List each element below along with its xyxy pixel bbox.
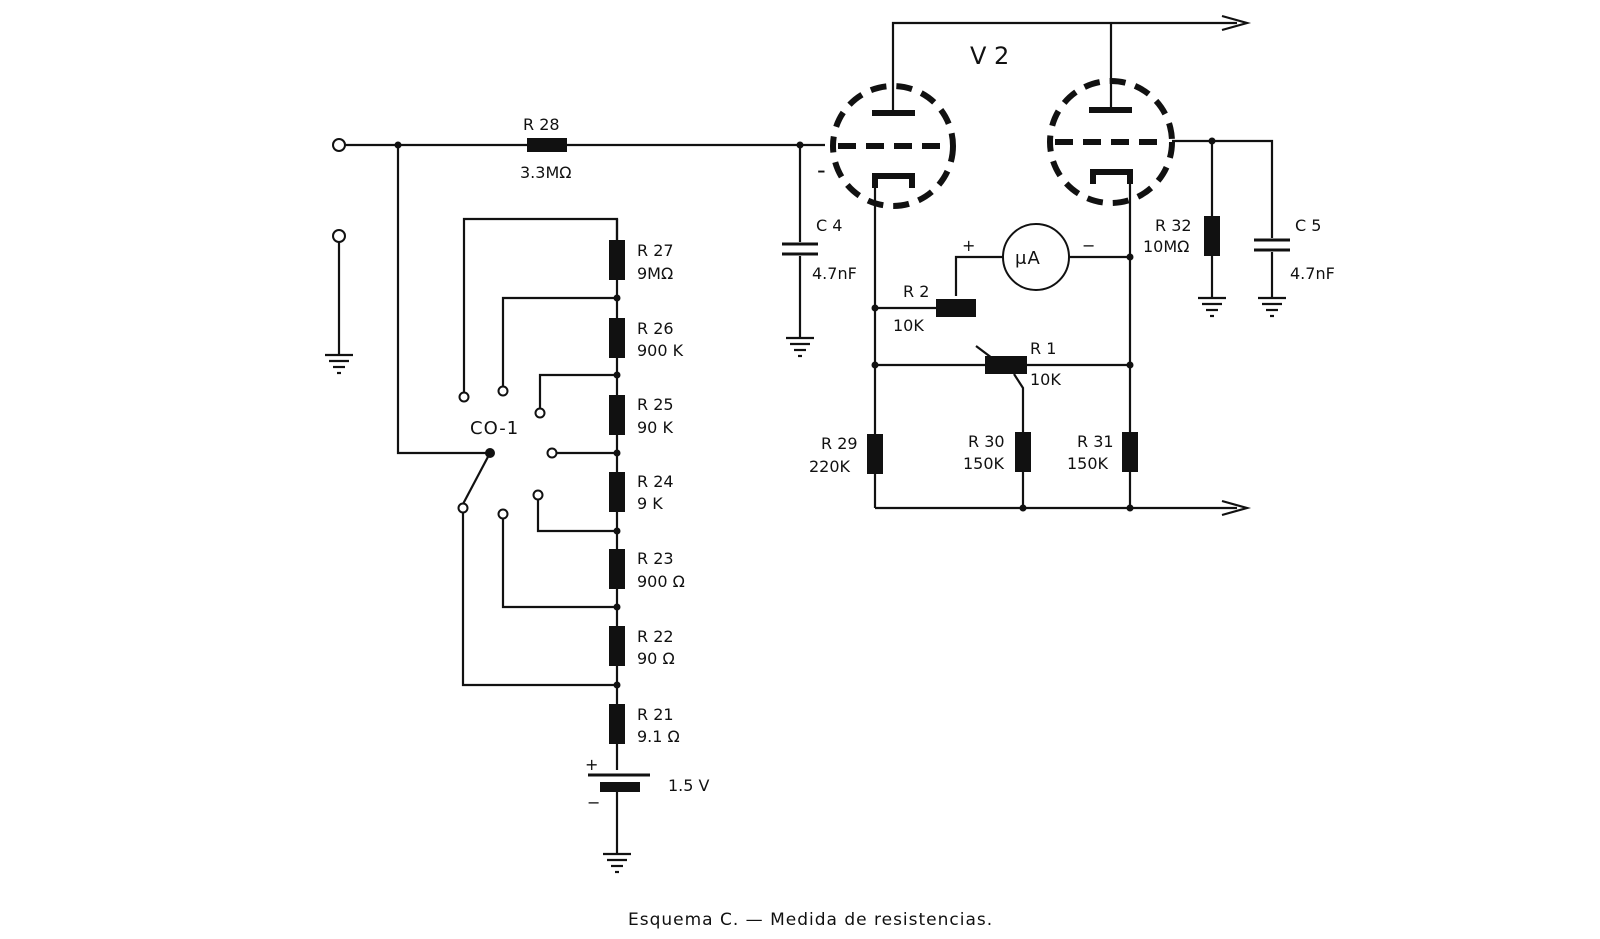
capacitor-c5 [1254, 238, 1290, 252]
r24-value: 9 K [637, 494, 663, 513]
switch-contact-1 [458, 391, 470, 403]
r28-name: R 28 [523, 115, 560, 134]
r2-name: R 2 [903, 282, 929, 301]
switch-contact-5 [532, 489, 544, 501]
r30-name: R 30 [968, 432, 1005, 451]
r26-name: R 26 [637, 319, 674, 338]
c4-value: 4.7nF [812, 264, 857, 283]
battery-icon [588, 773, 650, 854]
r31-value: 150K [1067, 454, 1109, 473]
top-output-arrow [1221, 14, 1252, 32]
r25-value: 90 K [637, 418, 673, 437]
switch-contact-2 [497, 385, 509, 397]
r22-name: R 22 [637, 627, 674, 646]
r25-name: R 25 [637, 395, 674, 414]
c4-name: C 4 [816, 216, 842, 235]
r2-value: 10K [893, 316, 924, 335]
ground-icon-c5 [1258, 296, 1286, 318]
r32-value: 10MΩ [1143, 237, 1189, 256]
r30-value: 150K [963, 454, 1005, 473]
r28-value: 3.3MΩ [520, 163, 571, 182]
plate-left-wire [891, 21, 1237, 113]
c5-value: 4.7nF [1290, 264, 1335, 283]
switch-common-wire [396, 145, 490, 455]
input-terminal-bottom [332, 229, 346, 243]
r23-name: R 23 [637, 549, 674, 568]
resistor-r25 [609, 395, 625, 435]
resistor-r29 [867, 434, 883, 474]
r21-name: R 21 [637, 705, 674, 724]
switch-contact-6 [497, 508, 509, 520]
r1-name: R 1 [1030, 339, 1056, 358]
ground-icon-battery [603, 852, 631, 874]
potentiometer-r2 [936, 299, 976, 317]
resistor-r22 [609, 626, 625, 666]
battery-minus: − [587, 793, 600, 812]
meter-label: μA [1015, 248, 1041, 269]
switch-contact-4 [546, 447, 558, 459]
r21-value: 9.1 Ω [637, 727, 680, 746]
r23-value: 900 Ω [637, 572, 685, 591]
potentiometer-r1 [985, 356, 1027, 374]
resistor-r23 [609, 549, 625, 589]
switch-wiper [462, 452, 491, 505]
ground-icon-input [325, 353, 353, 375]
r27-value: 9MΩ [637, 264, 673, 283]
grid-minus-sign: - [817, 156, 826, 184]
capacitor-c4 [782, 242, 818, 256]
figure-caption: Esquema C. — Medida de resistencias. [628, 910, 993, 930]
r29-name: R 29 [821, 434, 858, 453]
r26-value: 900 K [637, 341, 684, 360]
resistor-r26 [609, 318, 625, 358]
input-terminal-top [332, 138, 346, 152]
r27-name: R 27 [637, 241, 674, 260]
v2-label: V 2 [970, 42, 1009, 70]
switch-contact-7 [457, 502, 469, 514]
resistor-r21 [609, 704, 625, 744]
resistor-r28 [527, 138, 567, 152]
ground-icon-r32 [1198, 296, 1226, 318]
r31-name: R 31 [1077, 432, 1114, 451]
resistor-r31 [1122, 432, 1138, 472]
r32-name: R 32 [1155, 216, 1192, 235]
resistor-r30 [1015, 432, 1031, 472]
r29-value: 220K [809, 457, 851, 476]
resistor-r27 [609, 240, 625, 280]
meter-minus: − [1082, 236, 1095, 255]
r22-value: 90 Ω [637, 649, 675, 668]
resistor-r32 [1204, 216, 1220, 256]
switch-contact-3 [534, 407, 546, 419]
battery-plus: + [585, 755, 598, 774]
r1-value: 10K [1030, 370, 1061, 389]
tube-left [830, 83, 956, 209]
c5-name: C 5 [1295, 216, 1321, 235]
battery-value: 1.5 V [668, 776, 710, 795]
ground-icon-c4 [786, 336, 814, 358]
bottom-output-arrow [1221, 499, 1252, 517]
resistor-r24 [609, 472, 625, 512]
r24-name: R 24 [637, 472, 674, 491]
switch-label: CO-1 [470, 418, 519, 439]
meter-plus: + [962, 236, 975, 255]
